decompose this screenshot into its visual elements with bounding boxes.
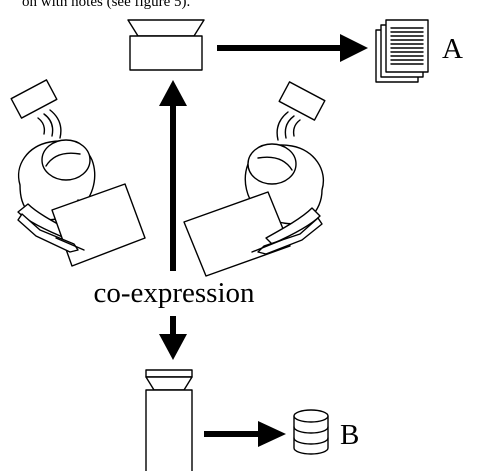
left-speaker-icon bbox=[10, 79, 62, 139]
label-b: B bbox=[340, 419, 359, 451]
arrow-up-to-device bbox=[159, 80, 187, 271]
arrow-to-b bbox=[204, 421, 286, 447]
co-expression-label: co-expression bbox=[93, 277, 255, 309]
document-stack-icon bbox=[375, 19, 429, 83]
database-icon bbox=[293, 409, 329, 455]
arrow-down-to-podium bbox=[159, 316, 187, 360]
right-person-icon bbox=[183, 143, 324, 277]
left-person-icon bbox=[17, 139, 146, 267]
right-speaker-icon bbox=[276, 81, 326, 141]
arrow-to-a bbox=[217, 34, 368, 62]
top-device-icon bbox=[127, 19, 205, 71]
label-a: A bbox=[442, 33, 463, 65]
podium-display-icon bbox=[145, 369, 193, 471]
caption-fragment: on with notes (see figure 5). bbox=[22, 0, 190, 10]
